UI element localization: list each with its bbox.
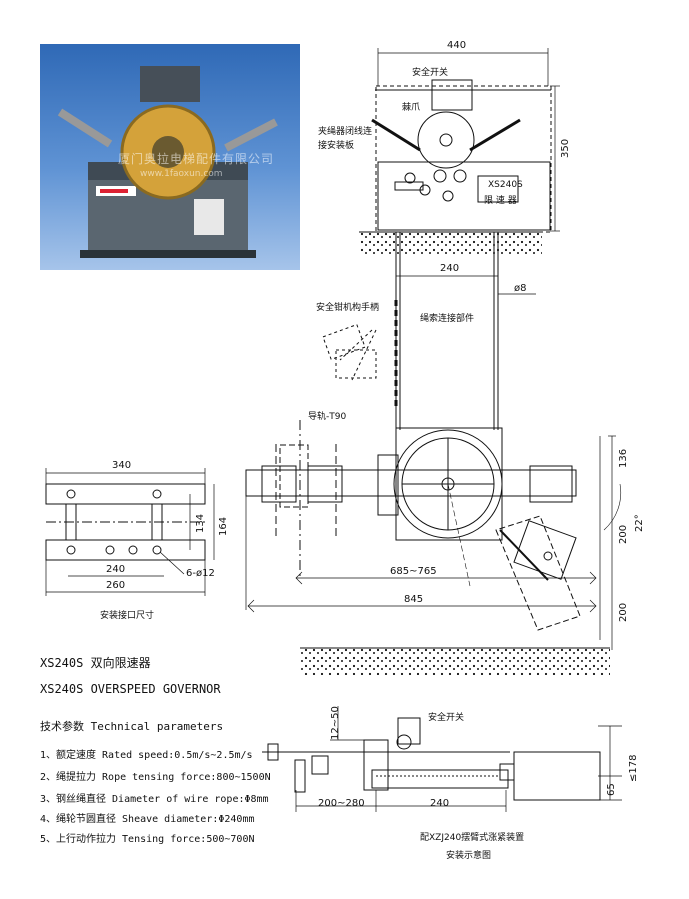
governor-photo-illustration: [57, 66, 278, 258]
dim-240-bottom: 240: [430, 798, 450, 809]
tech-param-item: 2、绳提拉力 Rope tensing force:800~1500N: [40, 772, 271, 783]
label-safety-lever: 安全钳机构手柄: [316, 303, 380, 313]
label-pawl: 棘爪: [402, 103, 421, 113]
watermark-text: 厦门奥拉电梯配件有限公司: [118, 152, 275, 166]
dim-22deg: 22°: [634, 514, 645, 532]
dim-width-260: 260: [106, 580, 126, 591]
dim-12-50: 12~50: [330, 706, 341, 740]
dim-685-765: 685~765: [390, 566, 437, 577]
tech-param-item: 1、额定速度 Rated speed:0.5m/s~2.5m/s: [40, 750, 253, 761]
tech-param-item: 4、绳轮节圆直径 Sheave diameter:Φ240mm: [40, 814, 255, 825]
mount-caption: 安装接口尺寸: [100, 611, 155, 621]
title-en: XS240S OVERSPEED GOVERNOR: [40, 682, 221, 696]
tensioner-caption-2: 安装示意图: [446, 851, 492, 861]
dim-height-164: 164: [218, 516, 229, 536]
tech-params-heading: 技术参数 Technical parameters: [40, 720, 224, 733]
dim-overall-width: 440: [447, 40, 467, 51]
dim-178: ≤178: [628, 754, 639, 782]
label-safety-switch-top: 安全开关: [412, 68, 449, 78]
dim-845: 845: [404, 594, 424, 605]
mount-interface-drawing: [45, 468, 215, 596]
dim-136: 136: [618, 448, 629, 468]
dim-height-350: 350: [560, 138, 571, 158]
title-cn: XS240S 双向限速器: [40, 656, 151, 670]
label-safety-switch-bottom: 安全开关: [428, 713, 465, 723]
dim-200: 200: [618, 524, 629, 544]
watermark-url: www.1faoxun.com: [140, 169, 223, 179]
tech-param-item: 3、钢丝绳直径 Diameter of wire rope:Φ8mm: [40, 794, 269, 805]
nameplate-name: 限 速 器: [484, 196, 517, 206]
dim-rope-spacing: 240: [440, 263, 460, 274]
dim-200-280: 200~280: [318, 798, 365, 809]
label-clamp-link-plate: 夹绳器闭线连接安装板: [318, 127, 373, 151]
label-holes: 6-ø12: [186, 568, 215, 579]
nameplate-model: XS240S: [488, 180, 523, 190]
label-guide-rail: 导轨-T90: [308, 412, 347, 422]
product-photo: 厦门奥拉电梯配件有限公司 www.1faoxun.com: [40, 44, 300, 270]
dim-height-134: 134: [195, 513, 206, 533]
tensioner-caption-1: 配XZJ240摆臂式涨紧装置: [420, 833, 525, 843]
dim-65: 65: [606, 783, 617, 796]
dim-width-340: 340: [112, 460, 132, 471]
dim-rope-diameter: ø8: [514, 283, 527, 294]
label-rope-connector: 绳索连接部件: [420, 314, 475, 324]
governor-top-view: [245, 48, 621, 675]
tensioner-drawing: [262, 706, 622, 812]
dim-width-240: 240: [106, 564, 126, 575]
dim-200-lower: 200: [618, 602, 629, 622]
tech-param-item: 5、上行动作拉力 Tensing force:500~700N: [40, 834, 255, 845]
